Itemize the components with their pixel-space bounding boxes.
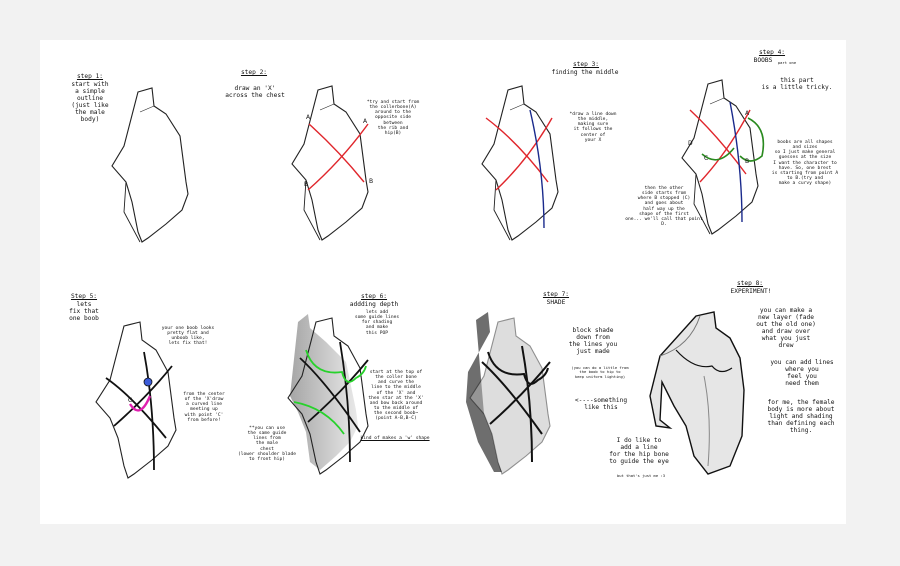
label-A: A [306, 114, 310, 121]
step5-title: Step 5: [66, 294, 102, 301]
step4-body: BOOBS [748, 58, 778, 65]
label-B: B [304, 181, 308, 188]
step3-title: step 3: [566, 62, 606, 69]
step3-body: finding the middle [542, 70, 628, 77]
step4-note2: boobs are all shapes and sizes so I just… [764, 140, 846, 186]
step8-title: step 8: [730, 281, 770, 288]
step8-note4: I do like to add a line for the hip bone… [596, 438, 682, 466]
step2-body: draw an 'X' across the chest [214, 86, 296, 100]
step4-note: this part is a little tricky. [756, 78, 838, 92]
label-A3: A [745, 110, 749, 117]
step7-body: SHADE [536, 300, 576, 307]
step6-title: step 6: [354, 294, 394, 301]
step8-note3: for me, the female body is more about li… [758, 400, 844, 435]
step7-note2: (you can do a little from the boob to hi… [568, 366, 632, 379]
step1-body: start with a simple outline (just like t… [60, 82, 120, 124]
step2-title: step 2: [234, 70, 274, 77]
step5-body: lets fix that one boob [58, 302, 110, 323]
step1-title: step 1: [68, 74, 112, 81]
step7-note: block shade down from the lines you just… [562, 328, 624, 356]
step8-note5: but that's just me :3 [616, 474, 666, 478]
step6-note3: kind of makes a 'w' shape [340, 436, 450, 441]
step7-torso [466, 312, 550, 474]
label-D: D [688, 140, 693, 147]
step2-torso [292, 86, 368, 240]
step8-body: EXPERIMENT! [720, 289, 782, 296]
step1-torso [112, 88, 188, 242]
step6-body: addding depth [342, 302, 406, 309]
step2-x-line-2 [308, 124, 368, 190]
step4-sub: part one [776, 61, 798, 65]
step3-torso [482, 86, 558, 240]
label-C4: C [128, 397, 132, 404]
label-B2: B [369, 178, 373, 185]
step2-note: *try and start from the collerbone(A) ar… [364, 100, 422, 136]
step5-note: your one boob looks pretty flat and unbo… [156, 326, 220, 347]
step8-note: you can make a new layer (fade out the o… [746, 308, 826, 350]
label-B3: B [745, 158, 749, 165]
step7-title: step 7: [536, 292, 576, 299]
label-A2: A [363, 118, 367, 125]
step3-note: *draw a line down the middle, making sur… [566, 112, 620, 143]
step8-note2: you can add lines where you feel you nee… [764, 360, 840, 388]
step7-note3: <----something like this [570, 398, 632, 412]
step5-note3: **you can use the same guide lines from … [232, 426, 302, 462]
step5-center-dot [144, 378, 152, 386]
step6-note2: start at the top of the coller bone and … [366, 370, 426, 421]
step6-note: lets add some guide lines for shading an… [354, 310, 400, 336]
step3-note2: then the other side starts from where B … [618, 186, 710, 227]
label-C: C [704, 155, 708, 162]
step2-x-line-1 [309, 124, 364, 182]
step4-title: step 4: [752, 50, 792, 57]
step5-note2: from the center of the 'X'draw a curved … [174, 392, 234, 423]
